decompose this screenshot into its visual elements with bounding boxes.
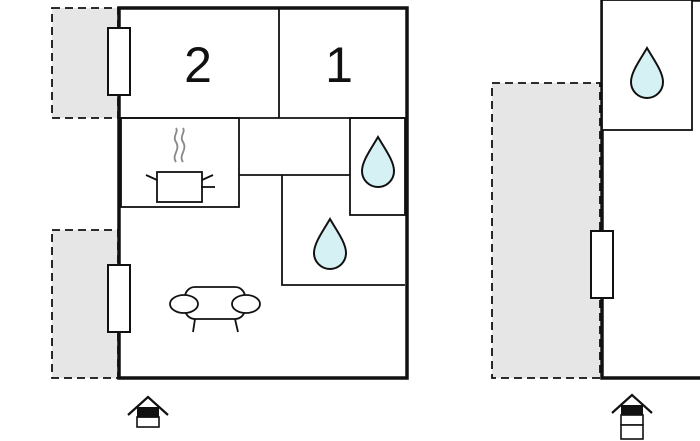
cooking-pot-icon [145, 127, 215, 203]
terrace-right [491, 82, 601, 379]
sofa-icon [169, 286, 261, 333]
entrance-house-icon [611, 393, 653, 440]
window-right-plan [590, 230, 614, 299]
window-bottom-left [107, 264, 131, 333]
bedroom-1-label: 1 [325, 37, 353, 93]
window-top-left [107, 27, 131, 96]
entrance-house-icon [126, 395, 170, 429]
bedroom-2-label: 2 [184, 37, 212, 93]
interior-walls [119, 8, 407, 286]
